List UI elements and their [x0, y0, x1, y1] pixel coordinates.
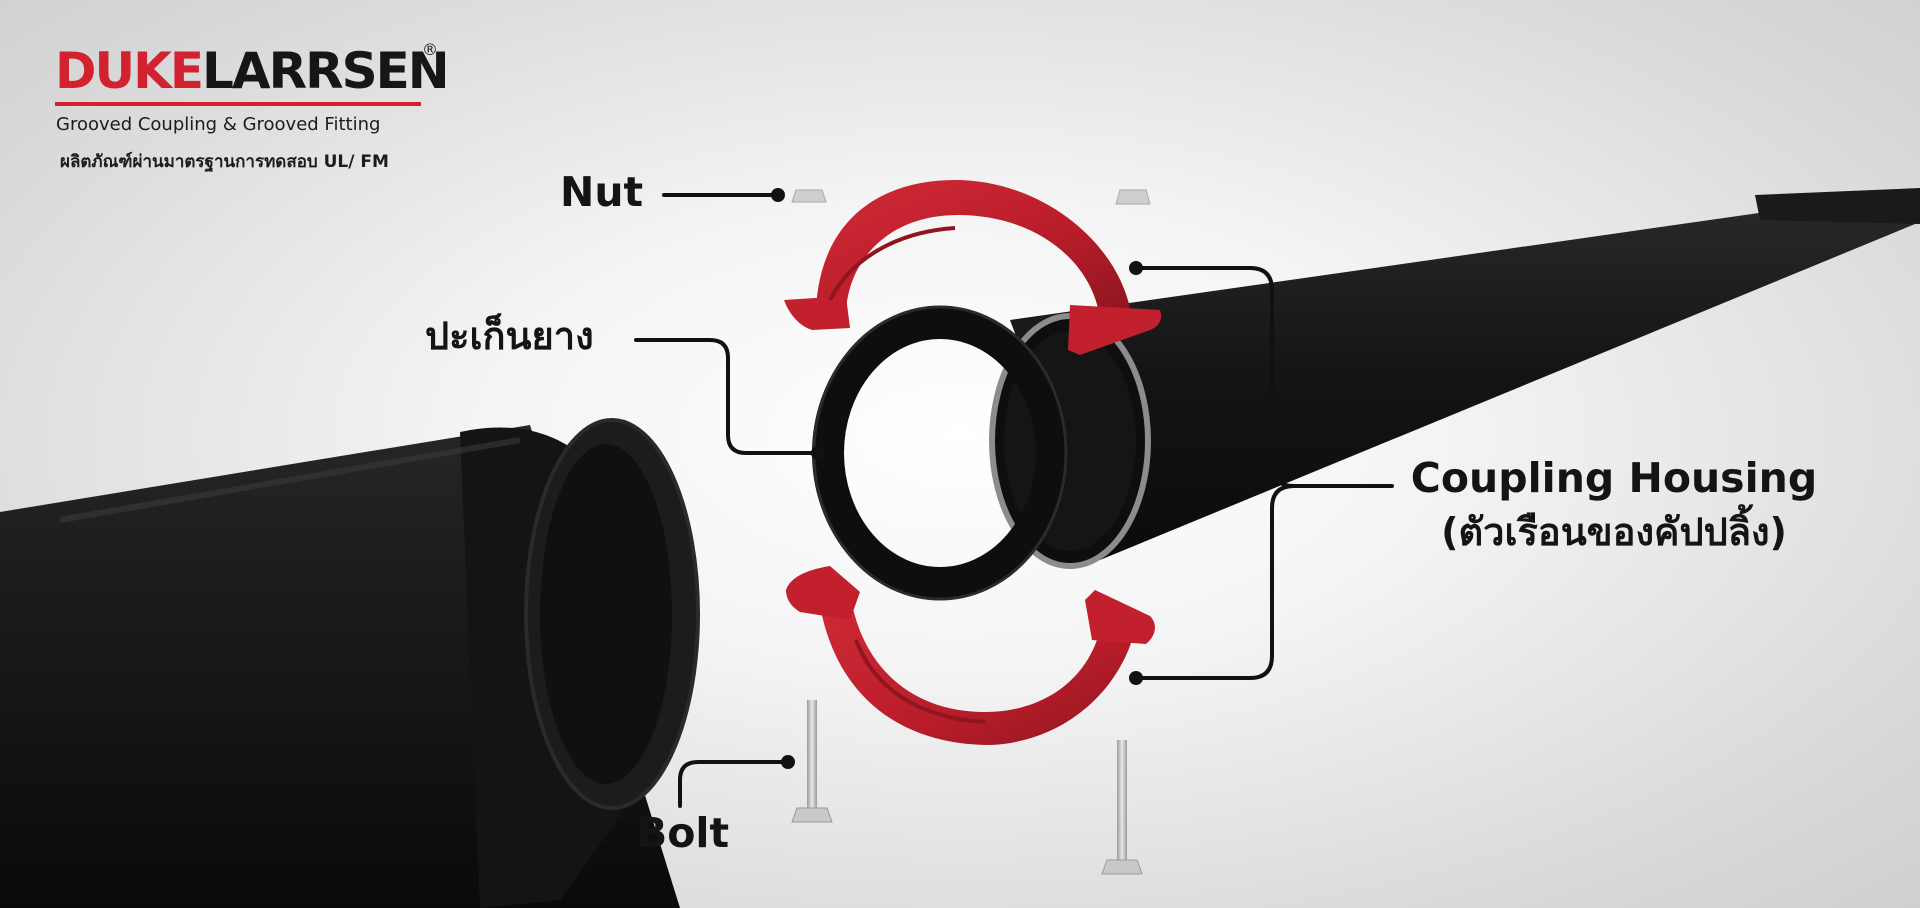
left-pipe	[0, 418, 700, 908]
nut-right	[1115, 189, 1151, 205]
leader-nut	[662, 188, 785, 202]
certification-text: ผลิตภัณฑ์ผ่านมาตรฐานการทดสอบ UL/ FM	[60, 152, 389, 172]
brand-logo: DUKELARRSEN ® Grooved Coupling & Grooved…	[55, 40, 450, 180]
gasket-label: ปะเก็นยาง	[425, 314, 594, 358]
nut-label: Nut	[560, 168, 644, 216]
brand-wordmark: DUKELARRSEN	[55, 46, 450, 96]
coupling-housing-thai: (ตัวเรือนของคัปปลิ้ง)	[1441, 510, 1787, 554]
leader-housing	[1129, 261, 1394, 685]
brand-name-black: LARRSEN	[202, 42, 450, 100]
upper-coupling-housing	[784, 180, 1162, 355]
leader-bolt	[678, 755, 795, 808]
lower-coupling-housing	[786, 566, 1155, 745]
brand-underline	[55, 102, 421, 106]
bolt-label: Bolt	[636, 809, 730, 857]
nut-left	[791, 189, 827, 203]
registered-mark: ®	[422, 40, 438, 59]
bolt-left	[791, 700, 833, 823]
bolt-right	[1101, 740, 1143, 875]
brand-tagline: Grooved Coupling & Grooved Fitting	[56, 114, 381, 135]
coupling-housing-label: Coupling Housing (ตัวเรือนของคัปปลิ้ง)	[1404, 454, 1824, 554]
leader-gasket	[634, 338, 825, 460]
brand-name-red: DUKE	[55, 42, 204, 100]
coupling-housing-title: Coupling Housing	[1410, 454, 1818, 502]
